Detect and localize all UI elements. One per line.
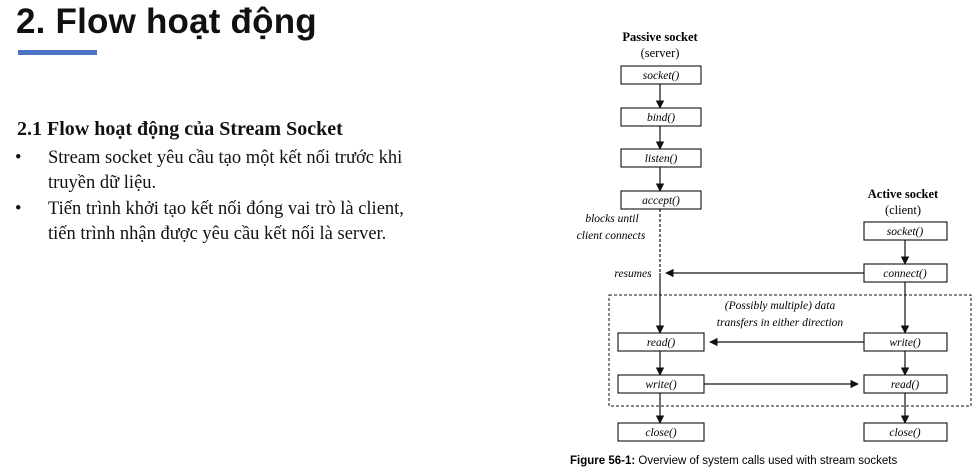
bullet-item: • Tiến trình khởi tạo kết nối đóng vai t… [15,197,435,247]
call-label: write() [645,379,676,391]
blocks-until-note-line1: blocks until [585,213,638,225]
passive-socket-title: Passive socket [622,30,698,44]
client-call-box-socket: socket() [863,221,948,241]
call-label: close() [645,427,676,439]
bullet-text: Stream socket yêu cầu tạo một kết nối tr… [48,148,403,193]
bullet-marker: • [15,199,22,219]
server-call-box-accept: accept() [620,190,702,210]
stream-socket-flow-diagram: Passive socket (server) Active socket (c… [570,30,972,467]
bullet-list: • Stream socket yêu cầu tạo một kết nối … [15,146,435,248]
slide-title: 2. Flow hoạt động [16,2,317,41]
figure-caption-label: Figure 56-1: [570,455,635,467]
transfer-note-line2: transfers in either direction [717,317,844,329]
call-label: read() [891,379,919,391]
server-call-box-socket: socket() [620,65,702,85]
call-label: accept() [642,195,680,207]
client-call-box-write: write() [863,332,948,352]
active-socket-title: Active socket [868,187,939,201]
bullet-marker: • [15,148,22,168]
section-heading: 2.1 Flow hoạt động của Stream Socket [17,118,343,140]
client-call-box-close: close() [863,422,948,442]
client-call-box-connect: connect() [863,263,948,283]
server-call-box-bind: bind() [620,107,702,127]
resumes-note: resumes [614,268,652,280]
blocks-until-note-line2: client connects [577,230,646,242]
transfer-note-line1: (Possibly multiple) data [725,300,836,312]
server-call-box-read: read() [617,332,705,352]
server-call-box-listen: listen() [620,148,702,168]
server-call-box-write: write() [617,374,705,394]
call-label: write() [889,337,920,349]
bullet-text: Tiến trình khởi tạo kết nối đóng vai trò… [48,199,404,244]
figure-caption-text: Overview of system calls used with strea… [635,455,897,467]
call-label: read() [647,337,675,349]
data-transfer-region [608,294,972,407]
title-underline [18,50,97,55]
active-socket-subtitle: (client) [885,203,921,217]
figure-caption: Figure 56-1: Overview of system calls us… [570,455,897,467]
client-call-box-read: read() [863,374,948,394]
passive-socket-subtitle: (server) [641,46,680,60]
bullet-item: • Stream socket yêu cầu tạo một kết nối … [15,146,435,196]
call-label: close() [889,427,920,439]
server-call-box-close: close() [617,422,705,442]
call-label: bind() [647,112,675,124]
call-label: socket() [643,70,680,82]
call-label: socket() [887,226,924,238]
call-label: connect() [883,268,927,280]
call-label: listen() [645,153,678,165]
